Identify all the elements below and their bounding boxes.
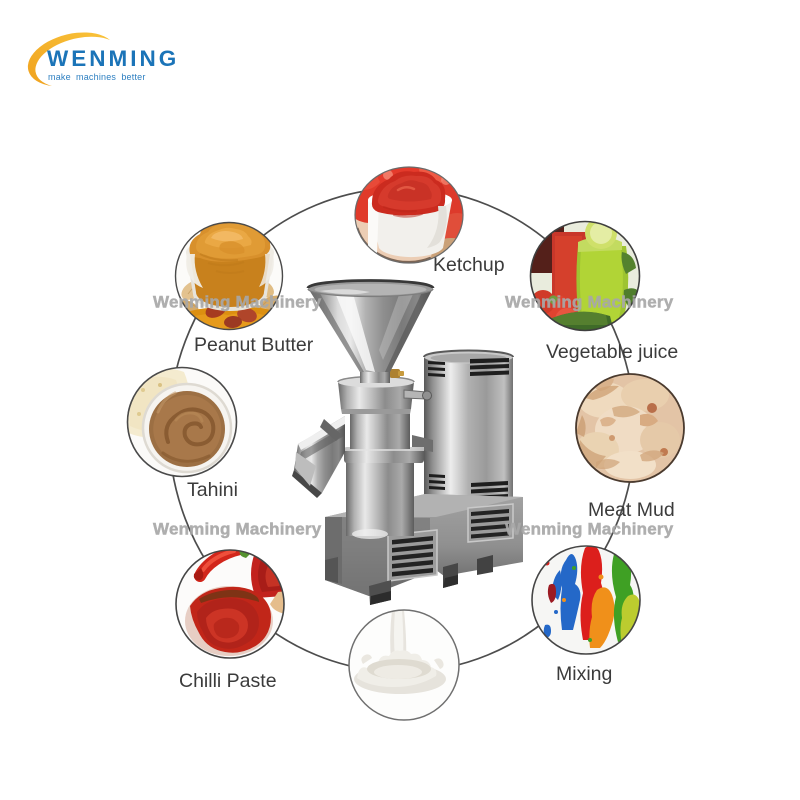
- svg-text:Chilli Paste: Chilli Paste: [179, 670, 277, 692]
- svg-text:Vegetable juice: Vegetable juice: [546, 341, 678, 363]
- svg-text:Meat Mud: Meat Mud: [588, 499, 675, 521]
- svg-text:Wenming Machinery: Wenming Machinery: [153, 520, 322, 539]
- svg-text:Ketchup: Ketchup: [433, 254, 505, 276]
- svg-text:Wenming Machinery: Wenming Machinery: [505, 293, 674, 312]
- svg-text:Wenming Machinery: Wenming Machinery: [153, 293, 322, 312]
- svg-text:make machines better: make machines better: [48, 72, 146, 82]
- svg-text:Tahini: Tahini: [187, 479, 238, 501]
- svg-text:Wenming Machinery: Wenming Machinery: [505, 520, 674, 539]
- svg-text:Mixing: Mixing: [556, 663, 612, 685]
- svg-text:Peanut Butter: Peanut Butter: [194, 334, 314, 356]
- svg-text:WENMING: WENMING: [47, 46, 179, 71]
